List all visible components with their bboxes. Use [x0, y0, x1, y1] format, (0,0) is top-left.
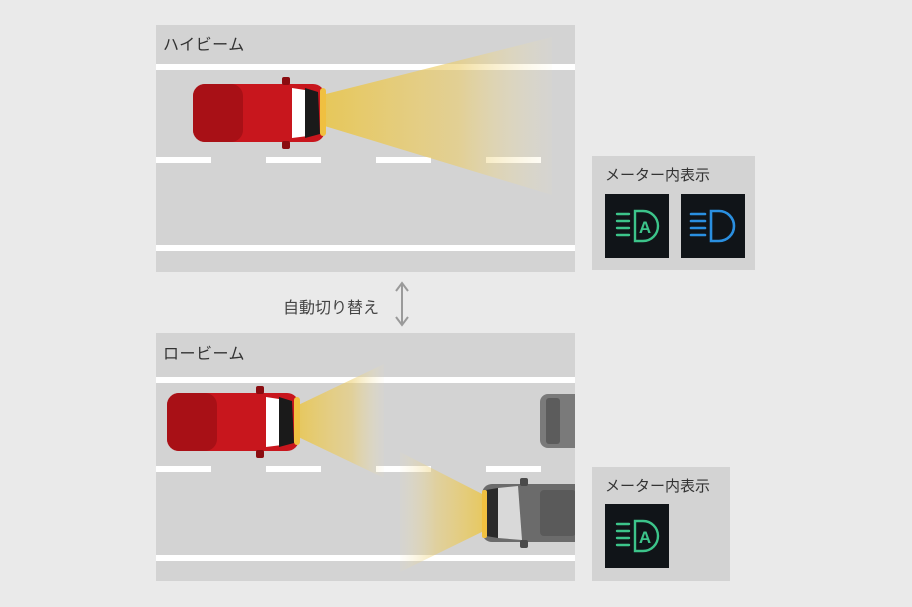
low-beam-light-cone — [292, 364, 384, 478]
meter-display-title: メーター内表示 — [605, 477, 711, 495]
oncoming-car — [482, 478, 575, 548]
oncoming-light-cone — [400, 452, 490, 572]
auto-switch-label: 自動切り替え — [283, 298, 380, 317]
road-edge-line — [156, 555, 575, 561]
up-down-arrow-icon — [395, 281, 409, 327]
road-edge-line — [156, 64, 575, 70]
high-beam-meter-display: メーター内表示 A — [592, 156, 755, 270]
road-edge-line — [156, 245, 575, 251]
high-beam-label: ハイビーム — [163, 35, 245, 54]
high-beam-road — [156, 37, 575, 251]
svg-text:A: A — [639, 528, 651, 547]
high-beam-indicator-icon — [681, 194, 745, 258]
meter-display-title: メーター内表示 — [605, 166, 711, 184]
auto-high-beam-indicator-icon: A — [605, 504, 669, 568]
svg-text:A: A — [639, 218, 651, 237]
lane-dashes — [156, 466, 541, 472]
low-beam-meter-display: メーター内表示 A — [592, 467, 730, 581]
low-beam-road — [156, 364, 575, 572]
low-beam-label: ロービーム — [163, 344, 246, 363]
high-beam-light-cone — [318, 37, 552, 195]
own-car — [193, 77, 326, 149]
own-car — [167, 386, 300, 458]
preceding-car — [540, 394, 575, 448]
auto-high-beam-indicator-icon: A — [605, 194, 669, 258]
